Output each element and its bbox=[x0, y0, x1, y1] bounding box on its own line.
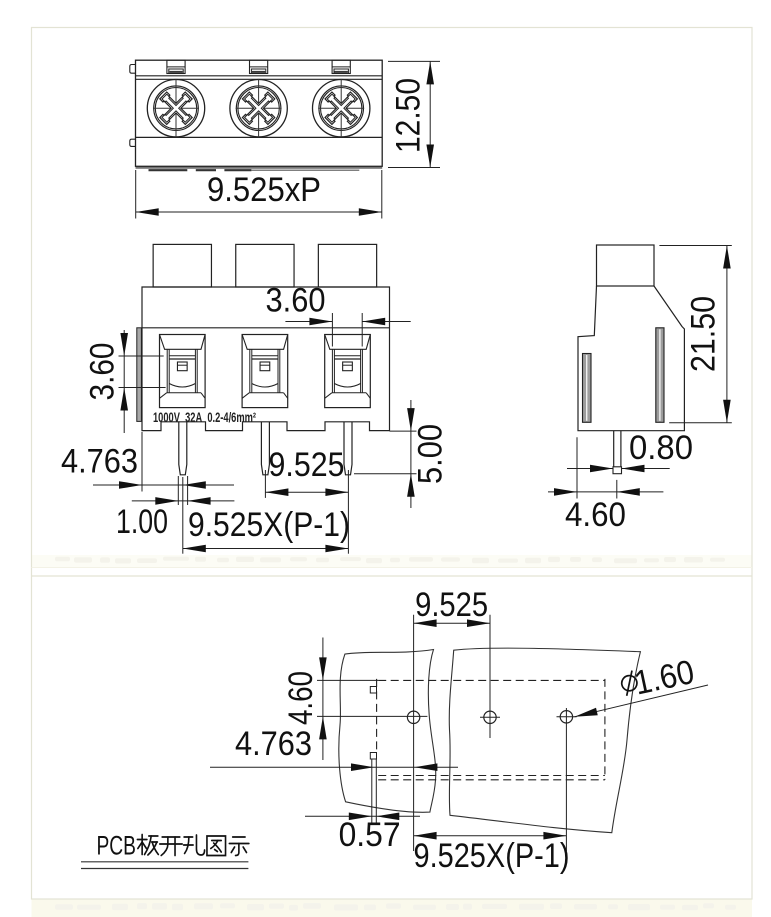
svg-text:0.80: 0.80 bbox=[629, 429, 693, 467]
svg-text:1.00: 1.00 bbox=[116, 503, 168, 541]
svg-text:PCB: PCB bbox=[97, 831, 137, 861]
svg-text:9.525: 9.525 bbox=[415, 586, 488, 624]
svg-text:12.50: 12.50 bbox=[390, 78, 428, 153]
svg-text:1000V 32A 0.2-4/6mm²: 1000V 32A 0.2-4/6mm² bbox=[153, 409, 256, 425]
svg-text:5.00: 5.00 bbox=[412, 424, 450, 484]
svg-text:3.60: 3.60 bbox=[84, 343, 122, 401]
svg-text:0.57: 0.57 bbox=[339, 816, 401, 854]
svg-text:9.525X(P-1): 9.525X(P-1) bbox=[188, 506, 350, 544]
svg-text:4.763: 4.763 bbox=[61, 443, 138, 481]
svg-text:4.60: 4.60 bbox=[282, 671, 320, 725]
svg-text:3.60: 3.60 bbox=[266, 282, 326, 320]
svg-text:21.50: 21.50 bbox=[685, 296, 723, 372]
svg-text:9.525xP: 9.525xP bbox=[207, 171, 321, 209]
svg-text:4.763: 4.763 bbox=[235, 725, 312, 763]
svg-text:9.525X(P-1): 9.525X(P-1) bbox=[414, 837, 570, 875]
svg-text:4.60: 4.60 bbox=[565, 496, 626, 534]
svg-text:9.525: 9.525 bbox=[269, 446, 345, 484]
